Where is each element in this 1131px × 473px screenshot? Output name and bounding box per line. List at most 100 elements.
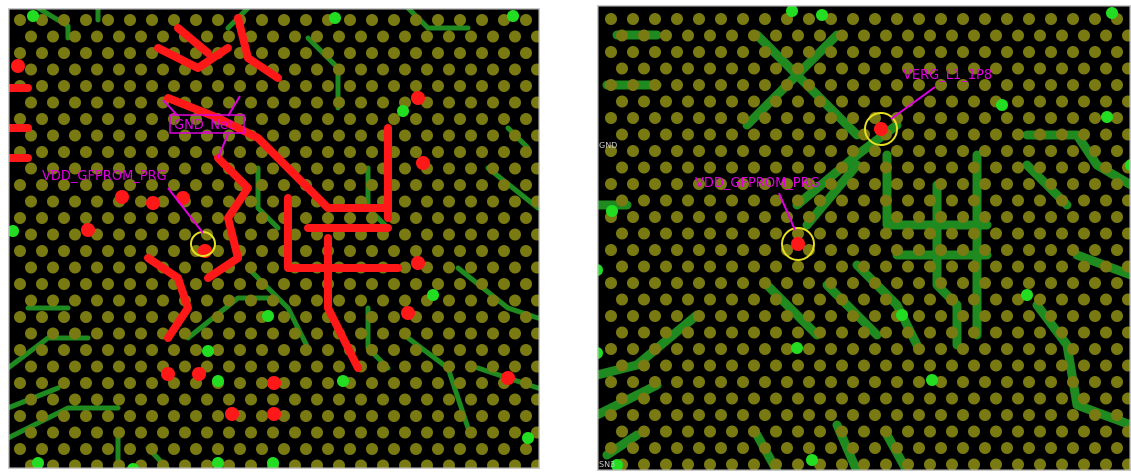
bga-pad xyxy=(344,113,356,125)
gnd-net-trace xyxy=(174,24,212,57)
bga-pad xyxy=(1067,145,1079,157)
bga-pad xyxy=(814,260,826,273)
gnd-net-pad xyxy=(146,196,160,210)
gnd-net-pad xyxy=(416,156,430,170)
bga-pad xyxy=(509,96,521,109)
bga-pad xyxy=(322,377,334,389)
bga-pad xyxy=(803,409,815,421)
bga-pad xyxy=(69,96,81,109)
bga-pad xyxy=(465,360,477,373)
bga-pad xyxy=(322,344,334,356)
bga-pad xyxy=(443,30,455,43)
bga-pad xyxy=(770,293,782,306)
bga-pad xyxy=(69,228,81,241)
bga-pad xyxy=(267,426,279,439)
bga-pad xyxy=(880,260,892,273)
bga-pad xyxy=(671,442,683,454)
bga-pad xyxy=(1089,310,1101,322)
bga-pad xyxy=(520,80,532,92)
bga-pad xyxy=(476,146,488,158)
bga-pad xyxy=(476,47,488,59)
bga-pad xyxy=(825,79,837,91)
bga-pad xyxy=(168,212,180,224)
bga-pad xyxy=(487,393,499,406)
bga-pad xyxy=(748,161,760,174)
bga-pad xyxy=(498,14,510,26)
gnd-net-pad xyxy=(81,223,95,237)
bga-pad xyxy=(990,227,1002,240)
bga-pad xyxy=(957,343,969,355)
bga-pad xyxy=(770,29,782,42)
bga-pad xyxy=(858,458,870,471)
bga-pad xyxy=(58,212,70,224)
bga-pad xyxy=(520,113,532,125)
bga-pad xyxy=(616,293,628,306)
bga-pad xyxy=(487,261,499,274)
bga-pad xyxy=(256,113,268,125)
bga-pad xyxy=(388,113,400,125)
bga-pad xyxy=(1012,29,1024,42)
bga-pad xyxy=(476,410,488,422)
via xyxy=(427,289,439,301)
bga-pad xyxy=(443,228,455,241)
bga-pad xyxy=(388,311,400,323)
bga-pad xyxy=(946,326,958,339)
bga-pad xyxy=(649,13,661,25)
bga-pad xyxy=(366,212,378,224)
bga-pad xyxy=(399,228,411,241)
bga-pad xyxy=(388,344,400,356)
bga-pad xyxy=(1078,161,1090,174)
bga-pad xyxy=(102,113,114,125)
bga-pad xyxy=(946,62,958,75)
bga-pad xyxy=(726,29,738,42)
bga-pad xyxy=(616,359,628,372)
bga-pad xyxy=(344,443,356,455)
bga-pad xyxy=(814,359,826,372)
bga-pad xyxy=(179,426,191,439)
bga-pad xyxy=(935,442,947,454)
bga-pad xyxy=(135,195,147,208)
bga-pad xyxy=(759,277,771,289)
bga-pad xyxy=(388,80,400,92)
bga-pad xyxy=(946,29,958,42)
bga-pad xyxy=(814,62,826,75)
bga-pad xyxy=(69,162,81,175)
bga-pad xyxy=(36,14,48,26)
bga-pad xyxy=(649,277,661,289)
green-trace xyxy=(822,280,882,340)
bga-pad xyxy=(443,129,455,142)
bga-pad xyxy=(715,178,727,190)
bga-pad xyxy=(124,14,136,26)
bga-pad xyxy=(487,96,499,109)
bga-pad xyxy=(759,310,771,322)
bga-pad xyxy=(157,294,169,307)
bga-pad xyxy=(113,261,125,274)
bga-pad xyxy=(869,178,881,190)
bga-pad xyxy=(366,311,378,323)
bga-pad xyxy=(803,145,815,157)
bga-pad xyxy=(770,260,782,273)
bga-pad xyxy=(520,146,532,158)
bga-pad xyxy=(14,14,26,26)
bga-pad xyxy=(223,426,235,439)
bga-pad xyxy=(759,46,771,58)
bga-pad xyxy=(979,112,991,124)
bga-pad xyxy=(1078,62,1090,75)
bga-pad xyxy=(421,393,433,406)
bga-pad xyxy=(781,376,793,388)
bga-pad xyxy=(682,128,694,141)
bga-pad xyxy=(168,14,180,26)
bga-pad xyxy=(366,179,378,191)
bga-pad xyxy=(146,278,158,290)
bga-pad xyxy=(1056,95,1068,108)
bga-pad xyxy=(902,161,914,174)
bga-pad xyxy=(737,343,749,355)
bga-pad xyxy=(1023,13,1035,25)
bga-pad xyxy=(891,211,903,223)
bga-pad xyxy=(1089,409,1101,421)
bga-pad xyxy=(399,195,411,208)
bga-pad xyxy=(300,344,312,356)
bga-pad xyxy=(1122,95,1131,108)
via xyxy=(212,457,224,469)
gnd-net-label-box xyxy=(169,114,245,134)
